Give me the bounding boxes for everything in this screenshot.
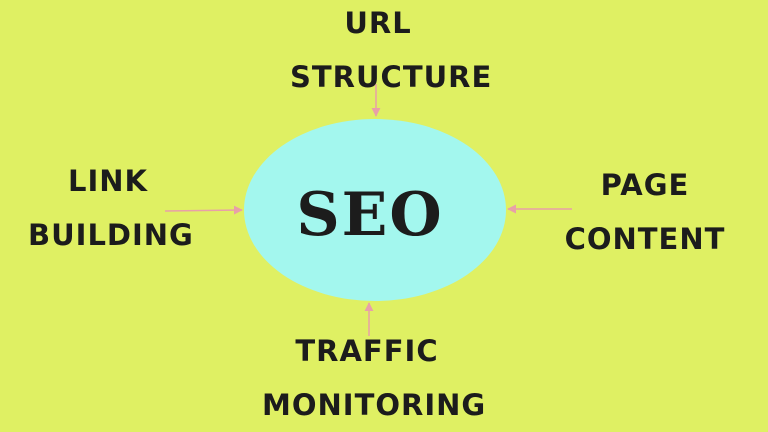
node-traffic-monitoring: TRAFFIC MONITORING <box>262 324 487 432</box>
node-traffic-monitoring-line2: MONITORING <box>262 388 487 422</box>
node-url-structure: URL STRUCTURE <box>290 0 493 104</box>
node-page-content-line1: PAGE <box>600 168 690 202</box>
node-page-content: PAGE CONTENT <box>562 158 728 266</box>
node-traffic-monitoring-line1: TRAFFIC <box>295 334 439 368</box>
node-page-content-line2: CONTENT <box>564 222 726 256</box>
node-link-building: LINK BUILDING <box>28 154 194 262</box>
center-label-seo: SEO <box>296 180 444 250</box>
node-url-structure-line1: URL <box>344 6 412 40</box>
node-link-building-line2: BUILDING <box>28 218 194 252</box>
node-url-structure-line2: STRUCTURE <box>290 60 493 94</box>
node-link-building-line1: LINK <box>67 164 148 198</box>
arrow-left <box>164 205 243 215</box>
center-ellipse <box>244 119 506 301</box>
